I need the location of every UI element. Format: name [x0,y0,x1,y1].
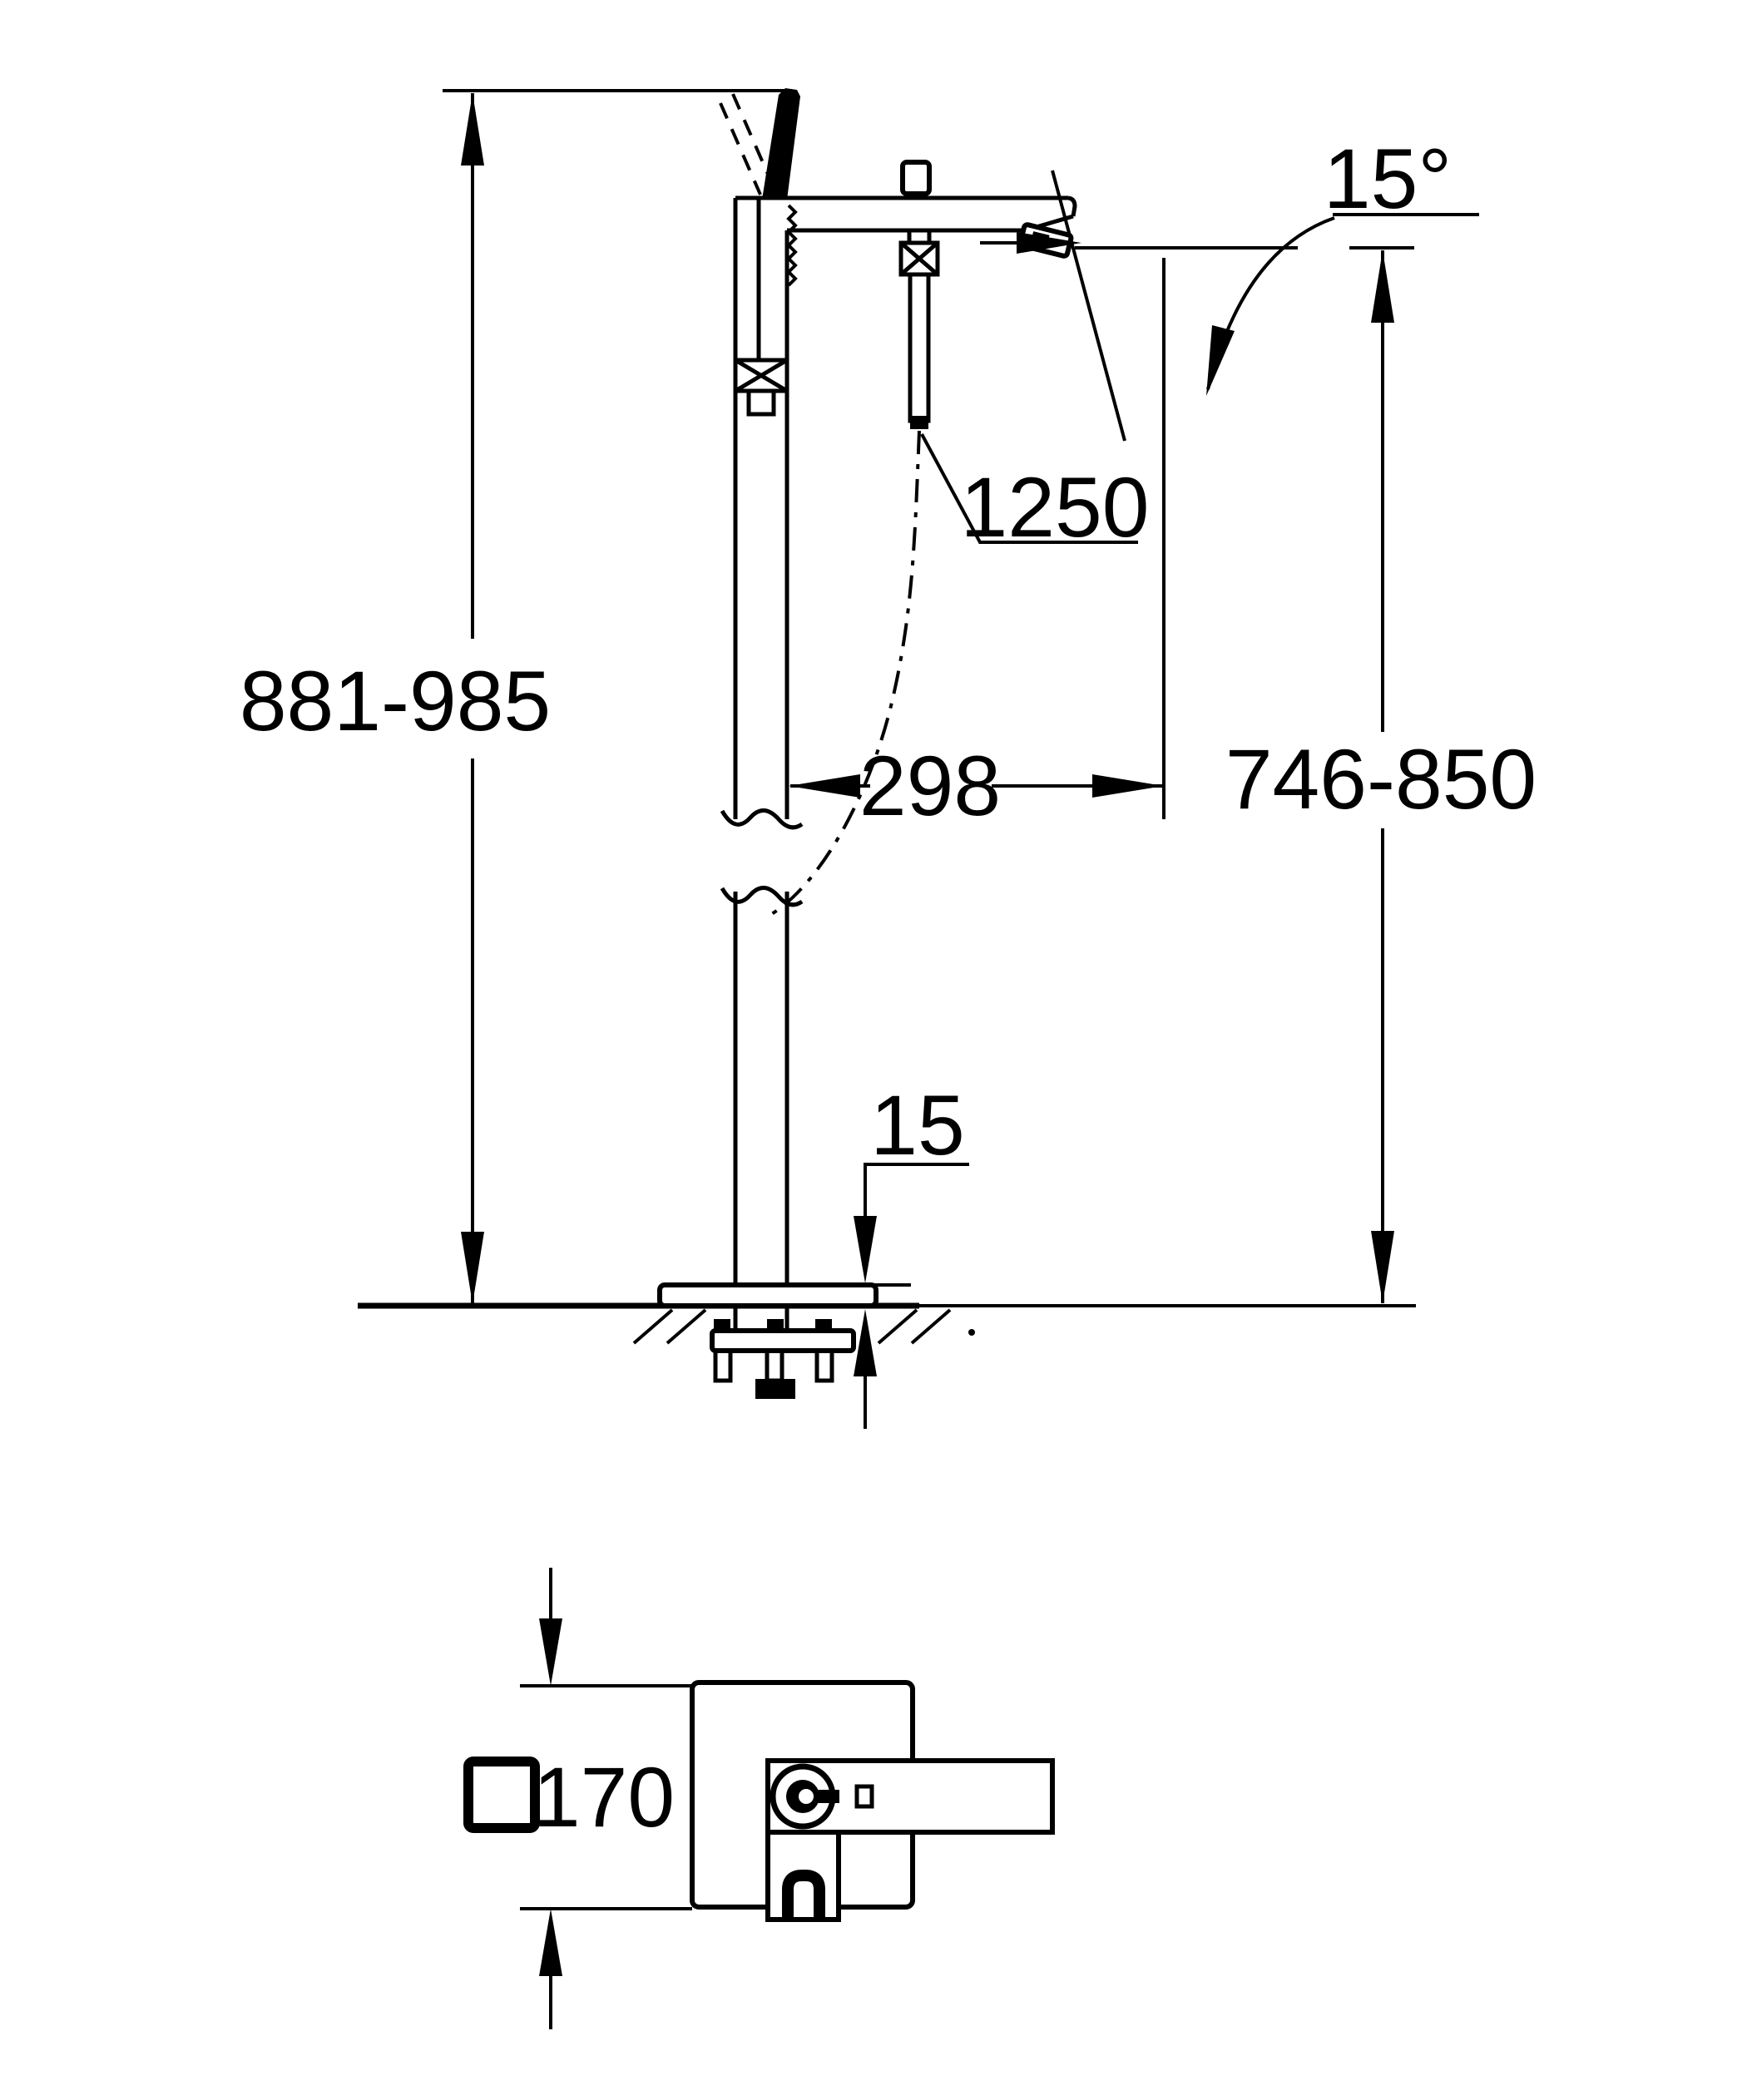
front-view: 881-985 [240,88,1537,1429]
base-height-dimension: 15 [850,1078,969,1429]
arrow-left-icon [789,774,860,798]
tilted-axis-line [1051,170,1126,442]
arrow-up-icon [539,1909,562,1976]
shower-hook [782,1870,825,1918]
pipe-break-upper [720,808,804,830]
shower-holder-clamp [733,358,789,417]
base-plate [657,1282,878,1308]
shower-hose-curve [769,430,921,917]
riser-column [720,198,804,1285]
swivel-angle-label: 15° [1324,131,1452,226]
hose-connection [769,230,940,917]
hatch-tick [877,1308,918,1345]
plan-view: 170 [463,1568,1055,2029]
hose-length-dimension: 1250 [920,433,1150,555]
hatch-dot [968,1329,975,1336]
hose-end-dashed-line [731,93,775,186]
hand-shower-wand [719,88,800,200]
angle-arc [1206,216,1335,390]
diverter-knob [900,160,932,200]
escutcheon-size-label: 170 [533,1750,675,1845]
escutcheon-size-dimension: 170 [463,1568,692,2029]
lever-pivot [770,1763,839,1830]
lever-hole [854,1784,874,1809]
arrow-up-icon [461,93,484,166]
mounting-flange [710,1328,856,1353]
arrow-down-icon [461,1232,484,1304]
base-height-label: 15 [870,1078,964,1173]
mounting-stud [713,1348,733,1383]
hose-end-dashed-line [719,102,762,195]
arrow-right-icon [1092,774,1164,798]
pipe-break-lower [720,886,804,907]
hose-length-label: 1250 [961,460,1150,555]
arrow-up-icon [1371,250,1394,323]
overall-height-label: 881-985 [240,654,551,749]
arrow-down-icon [1371,1231,1394,1303]
arrow-down-icon [854,1216,877,1283]
wand-grip-serration [786,204,798,287]
hatch-tick [666,1308,707,1345]
mounting-nut [755,1379,795,1399]
spout-reach-label: 298 [859,739,1001,833]
hatch-tick [910,1308,952,1345]
under-floor-mounting [710,1306,856,1399]
swivel-angle-annotation: 15° [980,131,1479,442]
arc-arrow-icon [1206,325,1235,396]
floor-line [358,1302,1416,1345]
hatch-tick [632,1308,674,1345]
spout-reach-dimension: 298 [789,258,1166,833]
arrow-up-icon [854,1309,877,1376]
mounting-stud [765,1348,784,1383]
arrow-down-icon [539,1618,562,1686]
outlet-height-dimension: 746-850 [1075,246,1537,1303]
outlet-height-label: 746-850 [1225,732,1537,827]
square-symbol-icon [463,1757,540,1833]
overall-height-dimension: 881-985 [240,93,551,1304]
swing-arrow-icon [1017,232,1081,254]
mounting-stud [814,1348,834,1383]
